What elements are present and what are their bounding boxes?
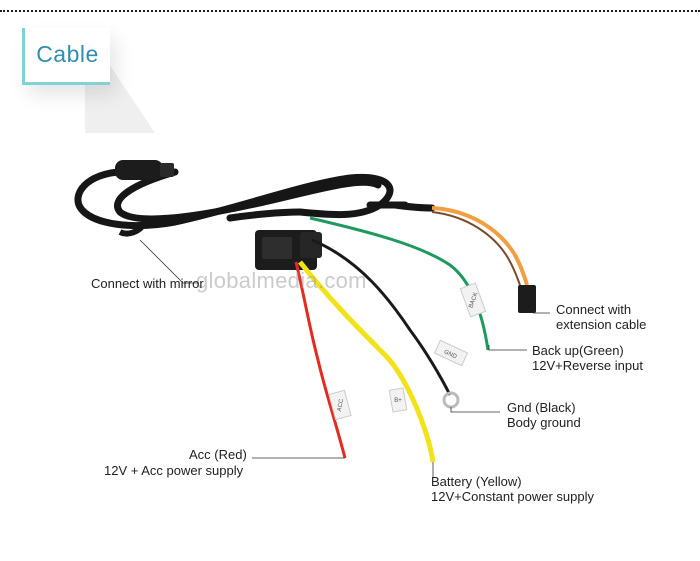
svg-text:ACC: ACC — [337, 398, 345, 412]
acc-label-line1: Acc (Red) — [189, 447, 247, 462]
yellow-wire-tag: B+ — [388, 387, 408, 413]
main-cable — [74, 168, 436, 230]
leader-lines — [139, 239, 550, 478]
battery-label-line2: 12V+Constant power supply — [431, 489, 594, 504]
fuse-holder — [255, 230, 322, 270]
watermark: globalmedia.com — [196, 268, 367, 293]
gnd-label-line1: Gnd (Black) — [507, 400, 576, 415]
red-wire-tag: ACC — [328, 389, 352, 421]
backup-label-line1: Back up(Green) — [532, 343, 624, 358]
svg-text:GND: GND — [443, 349, 458, 360]
svg-text:BACK: BACK — [468, 292, 479, 309]
yellow-wire — [298, 260, 436, 463]
black-wire — [311, 238, 452, 396]
page-title: Cable — [36, 41, 99, 67]
mirror-connector — [115, 160, 174, 237]
black-wire-tag: GND — [433, 339, 469, 367]
mirror-label: Connect with mirror — [91, 276, 204, 291]
backup-label-line2: 12V+Reverse input — [532, 358, 643, 373]
title-box: Cable — [22, 28, 110, 85]
green-wire-tag: BACK — [459, 282, 487, 318]
extension-connector — [518, 285, 536, 313]
red-wire — [294, 261, 347, 459]
extension-label-line2: extension cable — [556, 317, 647, 332]
svg-text:B+: B+ — [394, 398, 402, 404]
extension-label-line1: Connect with — [556, 302, 632, 317]
ring-terminal — [442, 391, 460, 409]
gnd-label-line2: Body ground — [507, 415, 581, 430]
acc-label-line2: 12V + Acc power supply — [104, 463, 244, 478]
orange-wire — [431, 206, 529, 286]
top-dotted-rule — [0, 10, 700, 12]
battery-label-line1: Battery (Yellow) — [431, 474, 522, 489]
extension-wire-2 — [431, 211, 521, 286]
